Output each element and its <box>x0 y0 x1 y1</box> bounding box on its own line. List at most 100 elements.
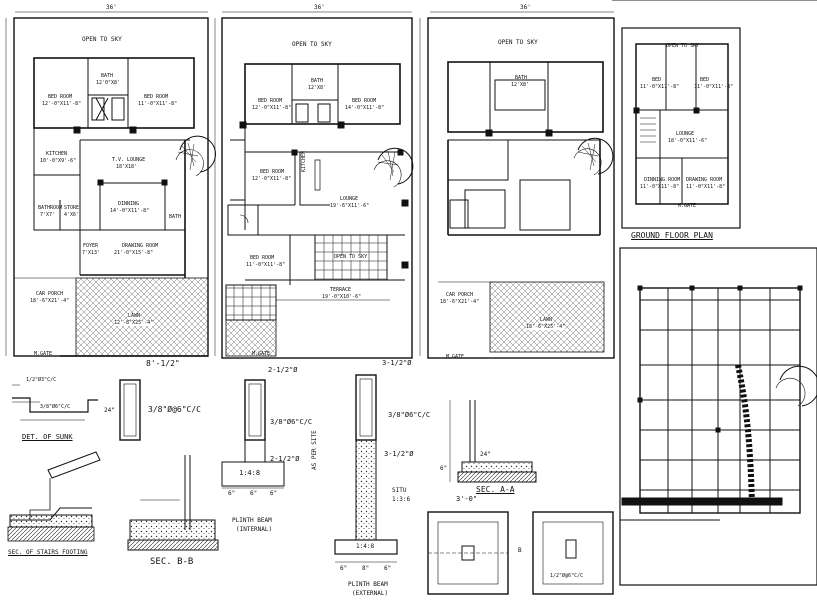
plan1-car-porch-size: 18'-6"X21'-4" <box>30 298 70 304</box>
plan2-bedroom-low-size: 11'-0"X11'-8" <box>246 262 286 268</box>
plan1-lawn: LAWN <box>128 313 141 319</box>
plan4-drawing: DRAWING ROOM <box>686 177 723 183</box>
beam3-situ: SITU <box>392 487 407 494</box>
plan3-bath-size: 12'X8' <box>511 82 530 88</box>
plan2-open-to-sky-low: OPEN TO SKY <box>334 254 368 260</box>
beam3-spec: 3/8"Ø6"C/C <box>388 411 431 419</box>
footing-rebar: 1/2"Ø@6"C/C <box>550 573 584 579</box>
plan3-lawn-size: 18'-6"X25'-4" <box>526 324 566 330</box>
plan1-bedroom-right-size: 11'-0"X11'-8" <box>138 101 178 107</box>
sec-aa-title: SEC. A-A <box>476 485 515 494</box>
stairs-footing-title: SEC. OF STAIRS FOOTING <box>8 549 88 556</box>
plan3-gate: M.GATE <box>446 354 465 360</box>
detail-sec-aa <box>449 400 537 483</box>
plan4-gate: M.GATE <box>678 203 697 209</box>
plan3-bath: BATH <box>515 75 528 81</box>
plan1-dining-size: 14'-0"X11'-8" <box>110 208 150 214</box>
sunk-rebar-2: 3/8"Ø6"C/C <box>40 404 71 410</box>
beam3-w1: 6" <box>340 565 348 572</box>
detail-plinth-external <box>334 374 398 563</box>
beam3-dim2: 3-1/2"Ø <box>384 450 414 458</box>
plan-2 <box>214 11 414 359</box>
sec-aa-dim1: 24" <box>480 451 491 458</box>
beam3-side: AS PER SITE <box>311 430 318 470</box>
beam3-dim: 3-1/2"Ø <box>382 359 412 367</box>
detail-stairs-footing <box>7 451 101 542</box>
plan4-caption: GROUND FLOOR PLAN <box>631 231 713 240</box>
plan1-width-dim: 36' <box>106 4 117 11</box>
plan1-bath2: BATH <box>169 214 182 220</box>
beam3-w3: 6" <box>384 565 392 572</box>
plan4-drawing-size: 11'-0"X11'-8" <box>686 184 726 190</box>
plan4-bed2-size: 11'-0"X11'-8" <box>694 84 734 90</box>
beam2-w1: 6" <box>228 490 236 497</box>
plan2-bedroom-left-size: 12'-0"X11'-8" <box>252 105 292 111</box>
plinth-ext-sub: (EXTERNAL) <box>352 590 389 597</box>
plan1-lawn-size: 12'-8"X25'-4" <box>114 320 154 326</box>
plan2-width-dim: 36' <box>314 4 325 11</box>
plan1-bath: BATH <box>101 73 114 79</box>
plan1-bathroom: BATHROOM <box>38 205 63 211</box>
plan2-terrace-size: 19'-0"X10'-6" <box>322 294 362 300</box>
sunk-rebar-1: 1/2"Ø3"C/C <box>26 377 57 383</box>
detail-plinth-internal <box>221 379 285 489</box>
plan2-open-to-sky: OPEN TO SKY <box>292 41 332 48</box>
beam2-dim2: 2-1/2"Ø <box>270 455 300 463</box>
plan4-bed1-size: 11'-0"X11'-8" <box>640 84 680 90</box>
plan1-bath-size: 12'0"X8' <box>96 80 121 86</box>
plan2-bath-size: 12'X8' <box>308 85 327 91</box>
plan4-dining: DINNING ROOM <box>644 177 681 183</box>
plan4-dining-size: 11'-0"X11'-8" <box>640 184 680 190</box>
plan3-car-porch: CAR PORCH <box>446 292 474 298</box>
plan1-bedroom-left-size: 12'-0"X11'-8" <box>42 101 82 107</box>
plan-4 <box>621 27 741 229</box>
plan1-drawing-room: DRAWING ROOM <box>122 243 159 249</box>
plan1-gate: M.GATE <box>34 351 53 357</box>
plan2-gate: M.GATE <box>252 351 271 357</box>
beam2-w2: 6" <box>250 490 258 497</box>
footing-b: B <box>518 547 522 554</box>
beam3-situ-mix: 1:3:6 <box>392 496 411 503</box>
plan2-bedroom-right-size: 14'-0"X11'-8" <box>345 105 385 111</box>
beam1-dim: 8'-1/2" <box>146 359 180 368</box>
plan2-bath: BATH <box>311 78 324 84</box>
plan4-bed2: BED <box>700 77 710 83</box>
plan2-terrace: TERRACE <box>330 287 352 293</box>
plan4-lounge-size: 18'-0"X11'-6" <box>668 138 708 144</box>
plan1-drawing-room-size: 21'-0"X15'-8" <box>114 250 154 256</box>
plinth-int-title: PLINTH BEAM <box>232 517 272 524</box>
beam3-w2: 8" <box>362 565 370 572</box>
beam1-spec: 3/8"Ø@6"C/C <box>148 405 201 414</box>
plan2-bedroom-low: BED ROOM <box>250 255 275 261</box>
sec-aa-dim2: 6" <box>440 465 448 472</box>
plan3-open-to-sky: OPEN TO SKY <box>498 39 538 46</box>
framing-plan <box>619 247 817 586</box>
detail-sunk <box>12 384 98 421</box>
plan3-car-porch-size: 18'-6"X21'-4" <box>440 299 480 305</box>
sunk-title: DET. OF SUNK <box>22 433 73 441</box>
detail-footing-plans <box>427 511 614 595</box>
sec-bb-title: SEC. B-B <box>150 557 194 567</box>
plan1-store: STORE <box>64 205 80 211</box>
beam2-spec: 3/8"Ø6"C/C <box>270 418 313 426</box>
plan-3 <box>419 11 615 359</box>
plan-1 <box>5 11 216 357</box>
beam2-mix: 1:4:8 <box>239 469 261 477</box>
plan1-foyer: FOYER <box>83 243 99 249</box>
plan1-foyer-size: 7'X13' <box>82 250 101 256</box>
plinth-ext-title: PLINTH BEAM <box>348 581 388 588</box>
plan2-bedroom-mid: BED ROOM <box>260 169 285 175</box>
plan2-lounge: LOUNGE <box>340 196 359 202</box>
beam3-mix: 1:4:8 <box>356 543 375 550</box>
plan1-tv-lounge-size: 18'X18' <box>116 164 138 170</box>
plan4-lounge: LOUNGE <box>676 131 695 137</box>
beam2-w3: 6" <box>270 490 278 497</box>
plan1-tv-lounge: T.V. LOUNGE <box>112 157 146 163</box>
footing-dim: 3'-0" <box>456 495 478 503</box>
plan3-lawn: LAWN <box>540 317 553 323</box>
detail-sec-bb <box>119 379 219 551</box>
plan1-bedroom-right: BED ROOM <box>144 94 169 100</box>
beam2-dim: 2-1/2"Ø <box>268 366 298 374</box>
beam1-side: 24" <box>104 407 115 414</box>
